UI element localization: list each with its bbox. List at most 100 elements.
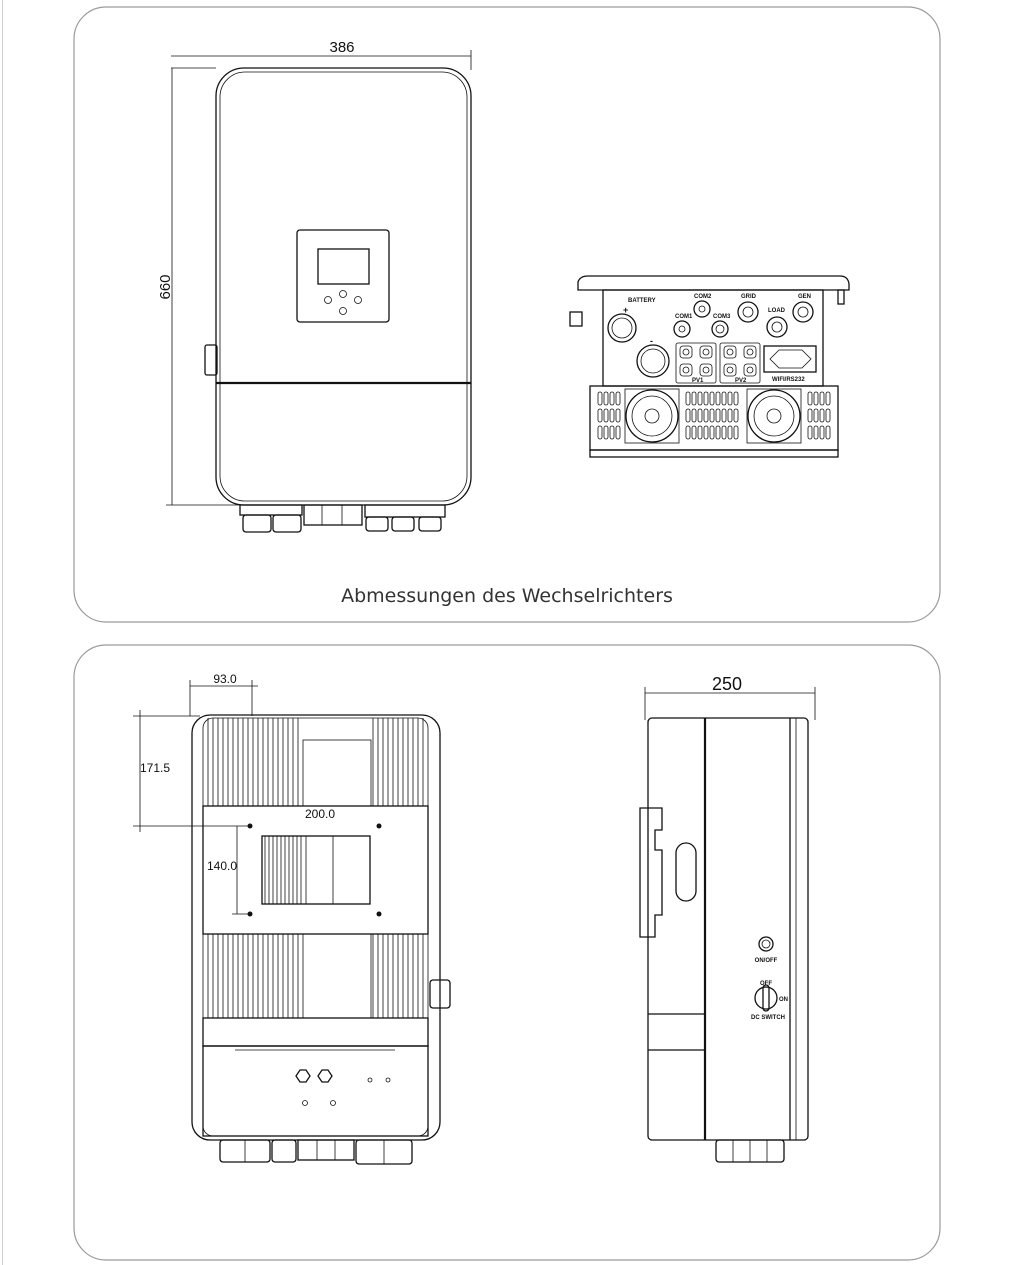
side-view: 250 ON/OFF OFF ON DC SWITCH bbox=[639, 674, 816, 1163]
front-view: 386 660 bbox=[157, 39, 472, 533]
rear-view: 93.0 171.5 140.0 200.0 bbox=[133, 672, 451, 1165]
drawing-detail bbox=[699, 345, 713, 359]
drawing-detail bbox=[697, 408, 703, 423]
drawing-detail bbox=[609, 408, 615, 423]
display-panel bbox=[296, 229, 390, 323]
dc-switch-label: DC SWITCH bbox=[751, 1015, 785, 1021]
port-pv2-label: PV2 bbox=[735, 378, 747, 384]
drawing-detail bbox=[703, 408, 709, 423]
drawing-detail bbox=[597, 425, 603, 440]
drawing-detail bbox=[603, 425, 609, 440]
drawing-detail bbox=[721, 408, 727, 423]
drawing-detail bbox=[813, 391, 819, 406]
drawing-detail bbox=[819, 408, 825, 423]
bottom-view: BATTERY + - COM2 COM1 COM3 GRID LOAD GEN… bbox=[569, 275, 850, 458]
drawing-detail bbox=[813, 408, 819, 423]
drawing-detail bbox=[685, 408, 691, 423]
drawing-detail bbox=[682, 366, 690, 374]
drawing-detail bbox=[691, 391, 697, 406]
port-com3-label: COM3 bbox=[713, 314, 731, 320]
drawing-detail bbox=[615, 425, 621, 440]
drawing-detail bbox=[819, 425, 825, 440]
drawing-detail bbox=[715, 425, 721, 440]
height-dimension-label: 660 bbox=[157, 274, 174, 299]
port-battery-label: BATTERY bbox=[628, 298, 656, 304]
battery-minus-label: - bbox=[650, 336, 653, 346]
drawing-detail bbox=[302, 739, 372, 807]
drawing-detail bbox=[721, 425, 727, 440]
drawing-detail bbox=[733, 391, 739, 406]
drawing-detail bbox=[709, 408, 715, 423]
drawing-detail bbox=[723, 363, 737, 377]
dim-140-label: 140.0 bbox=[207, 859, 237, 873]
drawing-detail bbox=[615, 408, 621, 423]
drawing-detail bbox=[721, 391, 727, 406]
panel-top bbox=[73, 6, 941, 623]
dim-200-label: 200.0 bbox=[305, 807, 335, 821]
drawing-detail bbox=[685, 391, 691, 406]
drawing-detail bbox=[597, 391, 603, 406]
port-pv1-label: PV1 bbox=[692, 378, 704, 384]
dim-93-label: 93.0 bbox=[213, 672, 237, 686]
cable-glands-rear bbox=[219, 1139, 413, 1165]
drawing-detail bbox=[733, 425, 739, 440]
drawing-detail bbox=[685, 425, 691, 440]
drawing-detail bbox=[743, 363, 757, 377]
drawing-detail bbox=[697, 391, 703, 406]
drawing-detail bbox=[727, 408, 733, 423]
port-com2-label: COM2 bbox=[694, 294, 712, 300]
drawing-detail bbox=[679, 345, 693, 359]
drawing-detail bbox=[609, 391, 615, 406]
drawing-detail bbox=[697, 425, 703, 440]
panel-bottom bbox=[73, 644, 941, 1261]
drawing-detail bbox=[715, 408, 721, 423]
drawing-detail bbox=[825, 391, 831, 406]
drawing-detail bbox=[699, 363, 713, 377]
drawing-detail bbox=[733, 408, 739, 423]
drawing-detail bbox=[709, 425, 715, 440]
cable-glands-front bbox=[239, 504, 446, 533]
drawing-detail bbox=[597, 408, 603, 423]
drawing-detail bbox=[703, 391, 709, 406]
port-gen-label: GEN bbox=[798, 294, 811, 300]
drawing-detail bbox=[819, 391, 825, 406]
drawing-detail bbox=[691, 425, 697, 440]
width-dimension-label: 386 bbox=[329, 39, 354, 56]
switch-on-label: ON bbox=[779, 997, 788, 1003]
drawing-detail bbox=[615, 391, 621, 406]
drawing-detail bbox=[682, 348, 690, 356]
drawing-detail bbox=[727, 425, 733, 440]
drawing-detail bbox=[715, 391, 721, 406]
drawing-detail bbox=[603, 408, 609, 423]
drawing-detail bbox=[743, 345, 757, 359]
drawing-detail bbox=[702, 348, 710, 356]
port-wifi-label: WIFI/RS232 bbox=[772, 377, 805, 383]
page-edge-line bbox=[2, 0, 3, 1265]
drawing-detail bbox=[702, 366, 710, 374]
port-grid-label: GRID bbox=[741, 294, 757, 300]
depth-dimension-label: 250 bbox=[712, 674, 742, 694]
drawing-detail bbox=[727, 391, 733, 406]
drawing-detail bbox=[807, 408, 813, 423]
port-load-label: LOAD bbox=[768, 308, 786, 314]
drawing-detail bbox=[723, 345, 737, 359]
drawing-detail bbox=[807, 425, 813, 440]
drawing-detail bbox=[813, 425, 819, 440]
drawing-detail bbox=[825, 408, 831, 423]
battery-plus-label: + bbox=[623, 305, 628, 315]
figure-caption: Abmessungen des Wechselrichters bbox=[341, 585, 673, 607]
drawing-detail bbox=[746, 366, 754, 374]
port-com1-label: COM1 bbox=[675, 314, 693, 320]
drawing-detail bbox=[609, 425, 615, 440]
switch-off-label: OFF bbox=[760, 981, 772, 987]
drawing-detail bbox=[691, 408, 697, 423]
drawing-detail bbox=[746, 348, 754, 356]
drawing-detail bbox=[302, 933, 372, 1019]
drawing-detail bbox=[726, 366, 734, 374]
drawing-detail bbox=[703, 425, 709, 440]
drawing-detail bbox=[679, 363, 693, 377]
drawing-detail bbox=[807, 391, 813, 406]
on-off-label: ON/OFF bbox=[755, 958, 778, 964]
drawing-detail bbox=[726, 348, 734, 356]
